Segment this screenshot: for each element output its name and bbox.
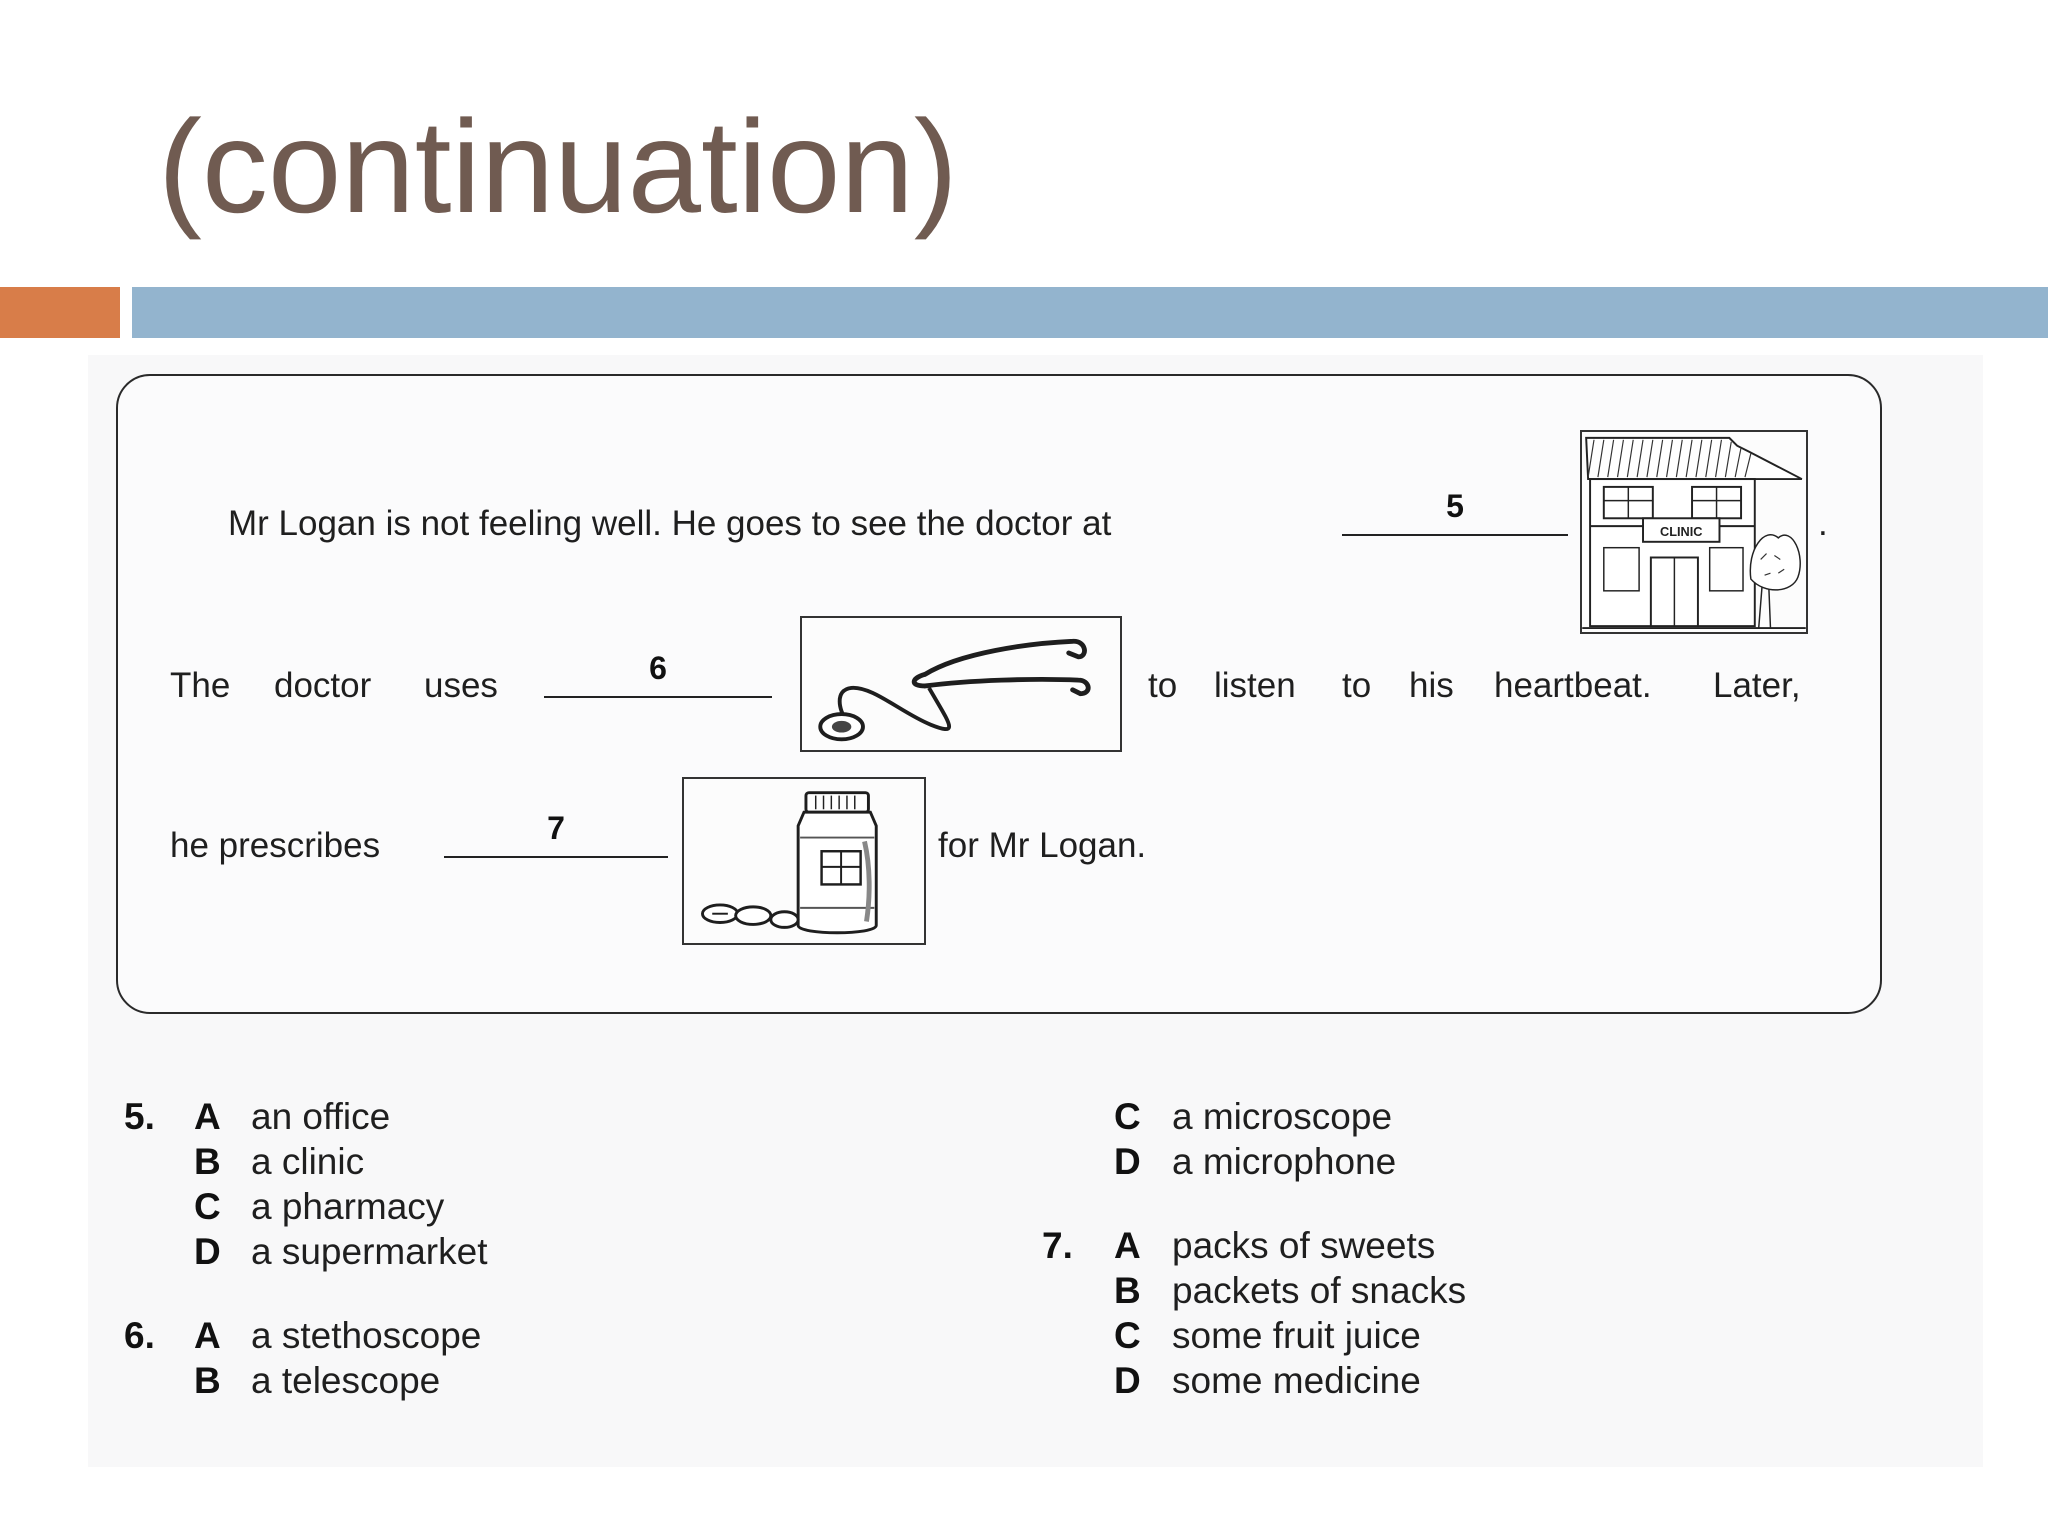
question-number: 5.: [124, 1096, 155, 1137]
option-letter: A: [194, 1315, 221, 1356]
story-line-3: he prescribes: [170, 826, 381, 865]
option-text: a telescope: [251, 1360, 441, 1401]
option-text: an office: [251, 1096, 391, 1137]
option-text: a stethoscope: [251, 1315, 482, 1356]
slide-title: (continuation): [158, 93, 958, 240]
title-accent-bar-blue: [132, 287, 2048, 338]
story-word: Later,: [1713, 666, 1801, 705]
option-text: some medicine: [1172, 1360, 1421, 1401]
option-letter: C: [194, 1186, 221, 1227]
story-word: listen: [1214, 666, 1296, 705]
option-text: a supermarket: [251, 1231, 488, 1272]
option-text: packs of sweets: [1172, 1225, 1436, 1266]
option-text: a pharmacy: [251, 1186, 445, 1227]
blank-6: [544, 696, 772, 698]
option-letter: D: [1114, 1360, 1141, 1401]
option-letter: B: [194, 1141, 221, 1182]
clinic-building-icon: CLINIC: [1580, 430, 1808, 634]
story-line-1-end: .: [1818, 504, 1828, 543]
option-letter: D: [194, 1231, 221, 1272]
option-letter: C: [1114, 1315, 1141, 1356]
story-word: uses: [424, 666, 498, 705]
medicine-bottle-icon: [682, 777, 926, 945]
story-word: The: [170, 666, 231, 705]
title-accent-bar-orange: [0, 287, 120, 338]
option-letter: A: [194, 1096, 221, 1137]
stethoscope-icon: [800, 616, 1122, 752]
option-text: a microscope: [1172, 1096, 1393, 1137]
blank-5-number: 5: [1446, 488, 1464, 524]
option-text: packets of snacks: [1172, 1270, 1467, 1311]
blank-7: [444, 856, 668, 858]
option-letter: D: [1114, 1141, 1141, 1182]
option-text: a microphone: [1172, 1141, 1397, 1182]
option-letter: C: [1114, 1096, 1141, 1137]
option-text: some fruit juice: [1172, 1315, 1421, 1356]
story-word: to: [1148, 666, 1178, 705]
story-word: heartbeat.: [1494, 666, 1652, 705]
blank-6-number: 6: [649, 650, 667, 686]
clinic-sign: CLINIC: [1660, 524, 1702, 539]
story-line-1: Mr Logan is not feeling well. He goes to…: [228, 504, 1112, 543]
blank-7-number: 7: [547, 810, 565, 846]
story-word: to: [1342, 666, 1372, 705]
blank-5: [1342, 534, 1568, 536]
story-word: doctor: [274, 666, 372, 705]
option-letter: B: [194, 1360, 221, 1401]
story-word: his: [1409, 666, 1454, 705]
question-number: 7.: [1042, 1225, 1073, 1266]
story-line-3-end: for Mr Logan.: [938, 826, 1147, 865]
question-number: 6.: [124, 1315, 155, 1356]
option-letter: B: [1114, 1270, 1141, 1311]
option-letter: A: [1114, 1225, 1141, 1266]
option-text: a clinic: [251, 1141, 365, 1182]
